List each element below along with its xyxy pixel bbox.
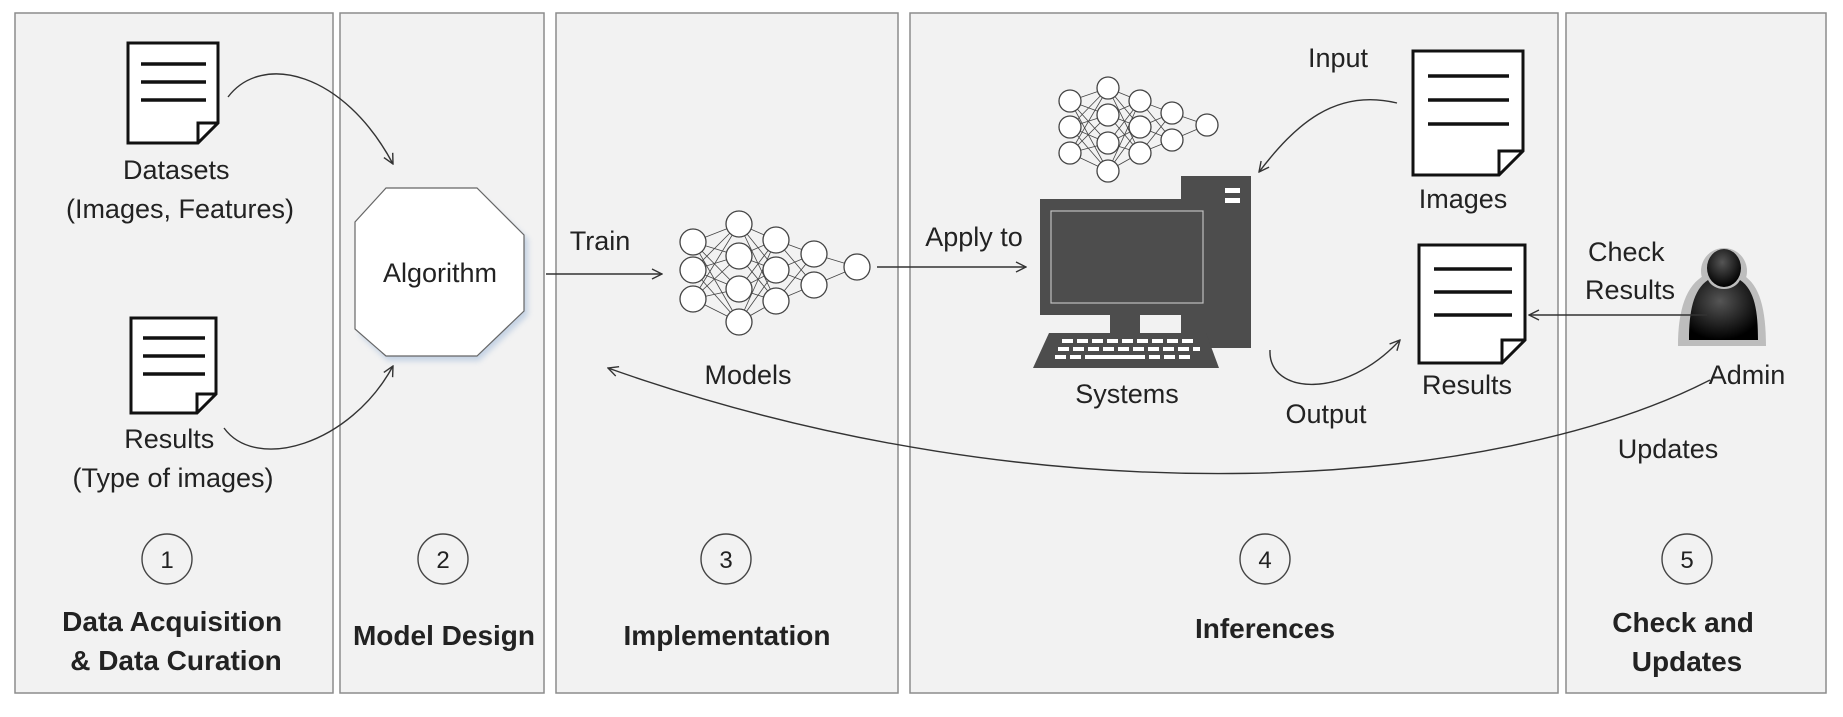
svg-text:3: 3 [719, 547, 732, 574]
images-document-icon [1411, 49, 1525, 177]
nn-neuron [1128, 89, 1152, 113]
updates-arrow [608, 368, 1711, 475]
datasets-to-algorithm-arrow [227, 73, 393, 164]
datasets-label: Datasets (Images, Features) [66, 155, 294, 224]
nn-neuron [843, 253, 871, 281]
models-neural-network-icon [679, 210, 871, 336]
admin-label: Admin [1709, 360, 1786, 390]
results-input-document-icon [129, 316, 218, 415]
nn-neuron [1128, 115, 1152, 139]
svg-text:1: 1 [160, 547, 173, 574]
nn-connection [1107, 100, 1141, 172]
admin-person-icon [1678, 248, 1766, 346]
results-to-algorithm-arrow [223, 366, 393, 450]
nn-neuron [1096, 131, 1120, 155]
nn-connection [1069, 87, 1109, 154]
nn-neuron [1096, 103, 1120, 127]
nn-neuron [679, 228, 707, 256]
results-input-label: Results (Type of images) [72, 424, 273, 493]
nn-neuron [725, 242, 753, 270]
nn-neuron [679, 256, 707, 284]
systems-label: Systems [1075, 379, 1179, 409]
nn-neuron [762, 256, 790, 284]
check-results-label: Check Results [1585, 237, 1675, 305]
nn-neuron [1160, 128, 1184, 152]
nn-neuron [1096, 159, 1120, 183]
nn-neuron [762, 226, 790, 254]
nn-connection [692, 223, 740, 300]
nn-neuron [1128, 141, 1152, 165]
stage-number-4: 4 [1239, 533, 1291, 585]
updates-label: Updates [1618, 434, 1719, 464]
nn-connection [692, 241, 740, 323]
nn-neuron [679, 285, 707, 313]
stage-number-2: 2 [417, 533, 469, 585]
nn-neuron [1058, 89, 1082, 113]
nn-neuron [725, 275, 753, 303]
input-arrow [1259, 98, 1398, 172]
stage-panel-5 [1565, 12, 1827, 694]
results-output-label: Results [1422, 370, 1512, 400]
svg-text:2: 2 [436, 547, 449, 574]
stage-title-2: Model Design [353, 620, 535, 651]
stage-title-5: Check and Updates [1612, 607, 1761, 677]
stage-number-1: 1 [141, 533, 193, 585]
nn-neuron [1096, 76, 1120, 100]
apply-to-label: Apply to [925, 222, 1023, 252]
nn-connection [1107, 87, 1141, 154]
svg-text:5: 5 [1680, 547, 1693, 574]
nn-neuron [800, 240, 828, 268]
nn-neuron [762, 287, 790, 315]
output-label: Output [1285, 399, 1367, 429]
stage-number-5: 5 [1661, 533, 1713, 585]
output-arrow [1269, 340, 1400, 386]
nn-connection [1069, 100, 1109, 172]
nn-neuron [1058, 115, 1082, 139]
nn-neuron [1195, 113, 1219, 137]
algorithm-octagon [354, 187, 528, 361]
nn-neuron [1058, 141, 1082, 165]
stage-title-4: Inferences [1195, 613, 1335, 644]
svg-text:4: 4 [1258, 547, 1271, 574]
datasets-document-icon [126, 41, 220, 145]
train-label: Train [570, 226, 631, 256]
nn-connection [738, 239, 777, 323]
stage-number-3: 3 [700, 533, 752, 585]
nn-neuron [800, 271, 828, 299]
stage-title-3: Implementation [624, 620, 831, 651]
nn-neuron [725, 210, 753, 238]
images-label: Images [1419, 184, 1508, 214]
nn-neuron [1160, 101, 1184, 125]
results-output-document-icon [1417, 243, 1527, 365]
input-label: Input [1308, 43, 1369, 73]
stage-title-1: Data Acquisition & Data Curation [62, 606, 290, 676]
algorithm-label: Algorithm [383, 258, 497, 288]
nn-connection [738, 223, 777, 302]
computer-icon [1033, 176, 1251, 368]
models-label: Models [704, 360, 791, 390]
systems-neural-network-icon [1058, 76, 1219, 183]
stage-panel-3 [555, 12, 899, 694]
nn-neuron [725, 308, 753, 336]
